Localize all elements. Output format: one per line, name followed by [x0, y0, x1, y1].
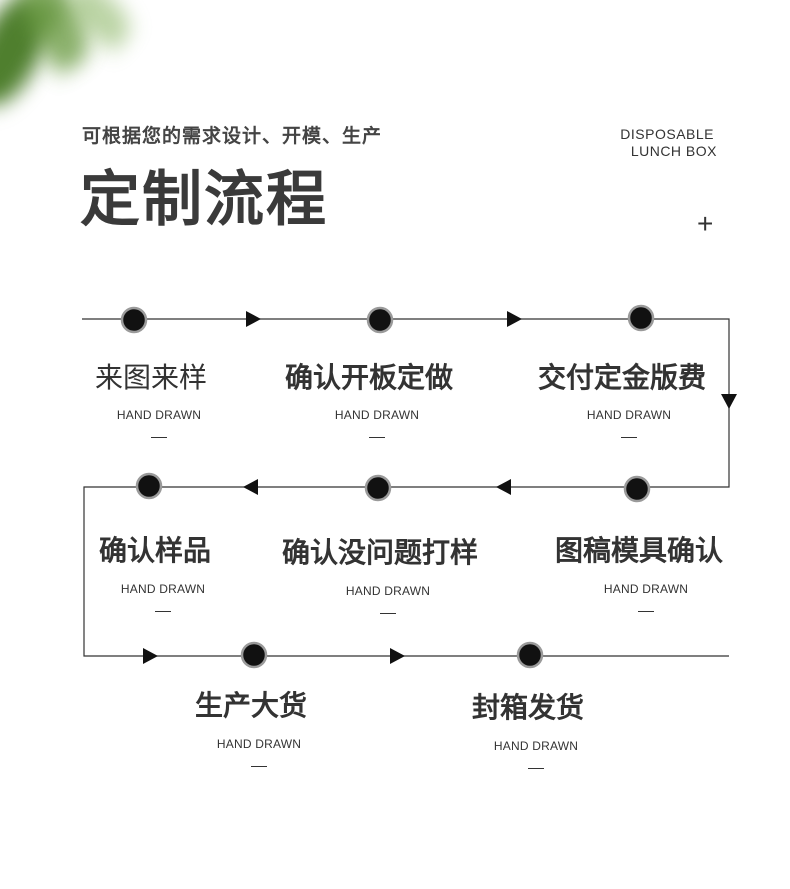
step-caption: HAND DRAWN [603, 582, 689, 596]
page-subtitle: 可根据您的需求设计、开模、生产 [82, 125, 383, 147]
flow-arrows [143, 311, 737, 664]
step-node [627, 304, 655, 332]
arrow-left-icon [496, 479, 511, 495]
step-divider [638, 611, 654, 612]
step-node [364, 474, 392, 502]
arrow-left-icon [243, 479, 258, 495]
step-node [135, 472, 163, 500]
step-node [366, 306, 394, 334]
flow-nodes [120, 304, 655, 669]
step-divider [155, 611, 171, 612]
arrow-right-icon [246, 311, 261, 327]
brand-line-1: DISPOSABLE [620, 126, 714, 142]
step-caption: HAND DRAWN [493, 739, 579, 753]
arrow-right-icon [390, 648, 405, 664]
step-label: 生产大货 [194, 689, 308, 722]
step-divider [151, 437, 167, 438]
step-caption: HAND DRAWN [116, 408, 202, 422]
plus-icon: + [697, 208, 714, 239]
step-label: 交付定金版费 [537, 361, 707, 394]
arrow-right-icon [143, 648, 158, 664]
step-node [516, 641, 544, 669]
arrow-right-icon [507, 311, 522, 327]
step-label: 确认开板定做 [284, 361, 454, 394]
step-caption: HAND DRAWN [586, 408, 672, 422]
step-label: 来图来样 [94, 361, 208, 394]
page-title: 定制流程 [80, 165, 328, 235]
step-divider [369, 437, 385, 438]
step-node [120, 306, 148, 334]
step-caption: HAND DRAWN [345, 584, 431, 598]
step-label: 确认样品 [98, 534, 212, 567]
step-label: 确认没问题打样 [281, 536, 479, 569]
step-divider [621, 437, 637, 438]
step-caption: HAND DRAWN [334, 408, 420, 422]
step-divider [251, 766, 267, 767]
step-caption: HAND DRAWN [216, 737, 302, 751]
arrow-down-icon [721, 394, 737, 409]
step-caption: HAND DRAWN [120, 582, 206, 596]
step-divider [528, 768, 544, 769]
step-label: 图稿模具确认 [554, 534, 724, 567]
brand-line-2: LUNCH BOX [630, 143, 717, 159]
step-label: 封箱发货 [471, 691, 585, 724]
step-node [623, 475, 651, 503]
step-divider [380, 613, 396, 614]
flow-connector-lines [82, 318, 730, 657]
step-node [240, 641, 268, 669]
